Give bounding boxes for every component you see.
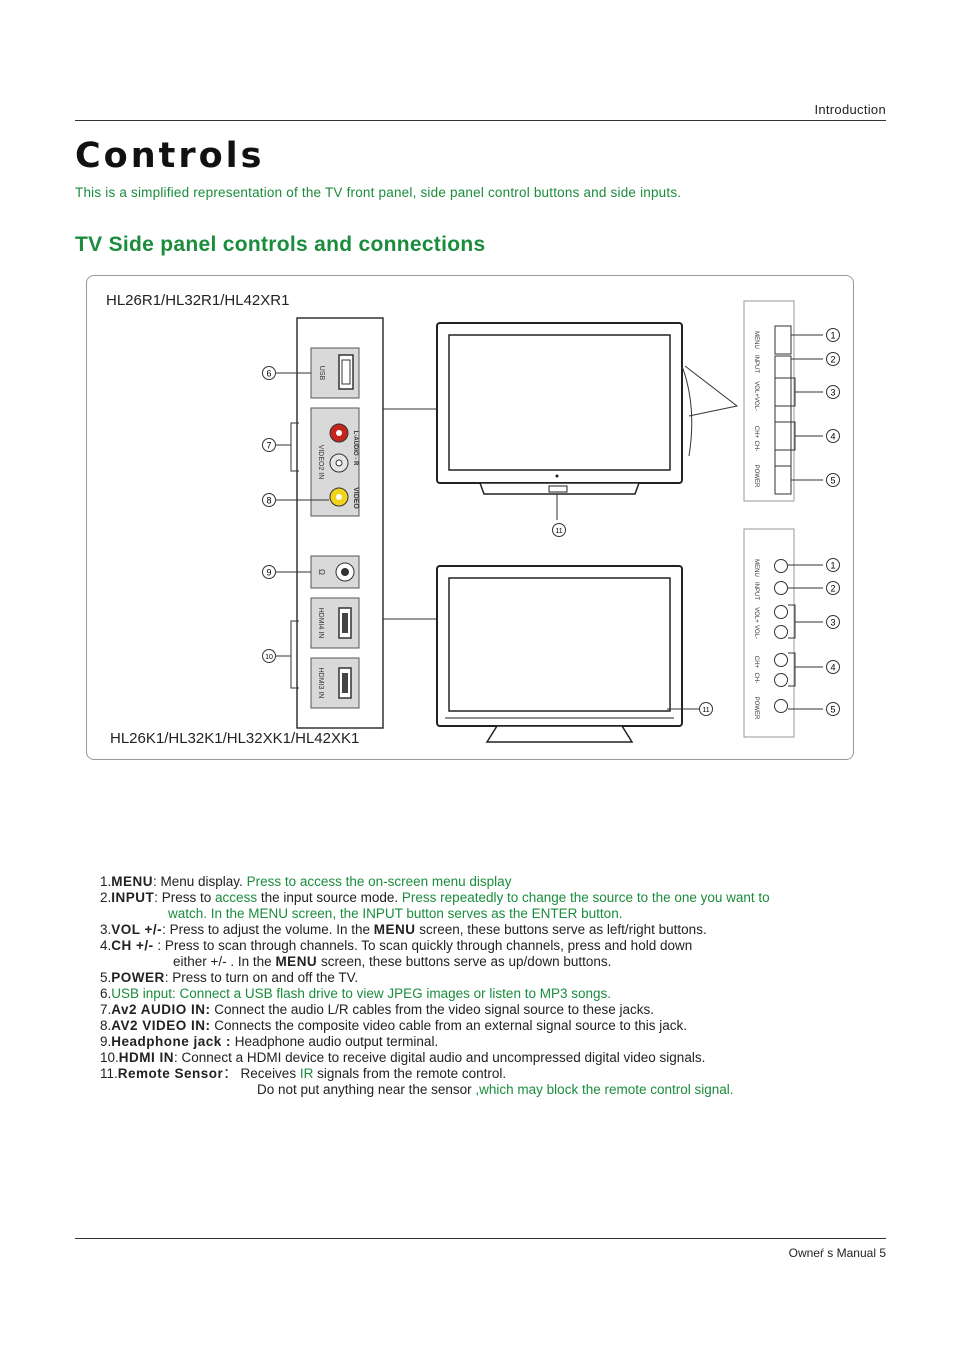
list-item: 8.AV2 VIDEO IN: Connects the composite v… [100,1018,688,1033]
svg-text:5: 5 [830,476,835,486]
svg-text:9: 9 [266,568,271,578]
list-item: 9.Headphone jack : Headphone audio outpu… [100,1034,439,1049]
hdmi3-label: HDMI3 IN [317,668,324,699]
video-label: VIDEO [352,487,359,509]
list-item: 5.POWER: Press to turn on and off the TV… [100,970,359,985]
svg-text:VOL+: VOL+ [753,381,759,397]
callout-numbers: 6 7 8 9 10 11 11 1 2 3 4 5 1 [262,328,840,716]
tv-front-top [383,322,739,520]
svg-text:2: 2 [830,355,835,365]
button-panel-bottom: MENU INPUT VOL+ VOL- CH+ CH- POWER [743,528,823,738]
svg-text:MENU: MENU [753,331,759,349]
headphone-icon: Ω [317,569,326,575]
list-item: 11.Remote Sensor： Receives IR signals fr… [100,1066,507,1081]
list-item: 1.MENU: Menu display. Press to access th… [100,874,512,889]
svg-text:3: 3 [830,388,835,398]
svg-text:8: 8 [266,496,271,506]
model-label-top: HL26R1/HL32R1/HL42XR1 [106,292,290,309]
list-item: 2.INPUT: Press to access the input sourc… [100,890,770,905]
svg-text:INPUT: INPUT [753,582,759,600]
button-panel-top: MENU INPUT VOL+ VOL- CH+ CH- POWER [743,300,823,502]
svg-text:5: 5 [830,705,835,715]
svg-text:7: 7 [266,441,271,451]
svg-text:4: 4 [830,432,835,442]
list-item-continued: either +/- . In the MENU screen, these b… [173,954,612,969]
tv-front-bottom [383,565,699,743]
svg-text:1: 1 [830,561,835,571]
list-item: 3.VOL +/-: Press to adjust the volume. I… [100,922,707,937]
svg-text:CH-: CH- [753,441,759,452]
svg-text:POWER: POWER [753,465,759,488]
svg-text:4: 4 [830,663,835,673]
list-item: 7.Av2 AUDIO IN: Connect the audio L/R ca… [100,1002,655,1017]
svg-text:11: 11 [702,707,709,714]
page-title: Controls [75,136,265,176]
svg-text:2: 2 [830,584,835,594]
svg-text:6: 6 [266,369,271,379]
section-label: Introduction [814,102,886,117]
svg-text:VOL+: VOL+ [753,607,759,623]
header-rule [75,120,886,121]
controls-diagram: HL26R1/HL32R1/HL42XR1 HL26K1/HL32K1/HL32… [86,275,854,760]
list-item: 10.HDMI IN: Connect a HDMI device to rec… [100,1050,706,1065]
svg-text:CH-: CH- [753,673,759,684]
svg-text:INPUT: INPUT [753,355,759,373]
svg-text:CH+: CH+ [753,426,759,439]
svg-text:11: 11 [555,528,562,535]
page-footer: Owneŕ s Manual 5 [788,1246,886,1260]
svg-text:3: 3 [830,618,835,628]
svg-text:1: 1 [830,331,835,341]
hdmi4-label: HDMI4 IN [317,608,324,639]
footer-rule [75,1238,886,1239]
diagram-drawing: USB VIDEO2 IN L-AUDIO - R VIDEO Ω HDMI4 … [262,300,840,743]
controls-list: 1.MENU: Menu display. Press to access th… [100,874,890,1098]
side-jack-panel: USB VIDEO2 IN L-AUDIO - R VIDEO Ω HDMI4 … [276,317,384,729]
audio-label: L-AUDIO - R [352,431,358,466]
svg-text:VOL-: VOL- [753,397,759,411]
model-label-bottom: HL26K1/HL32K1/HL32XK1/HL42XK1 [110,730,360,747]
svg-text:VOL-: VOL- [753,625,759,639]
section-subtitle: TV Side panel controls and connections [75,233,486,256]
usb-label: USB [318,366,325,381]
svg-text:10: 10 [265,654,273,661]
intro-text: This is a simplified representation of t… [75,185,682,200]
svg-text:POWER: POWER [753,697,759,720]
video2-in-label: VIDEO2 IN [317,445,324,480]
list-item: 4.CH +/- : Press to scan through channel… [100,938,693,953]
svg-text:MENU: MENU [753,559,759,577]
list-item-continued: watch. In the MENU screen, the INPUT but… [168,906,623,921]
list-item: 6.USB input: Connect a USB flash drive t… [100,986,611,1001]
list-item-continued: Do not put anything near the sensor ,whi… [257,1082,734,1097]
svg-text:CH+: CH+ [753,656,759,669]
